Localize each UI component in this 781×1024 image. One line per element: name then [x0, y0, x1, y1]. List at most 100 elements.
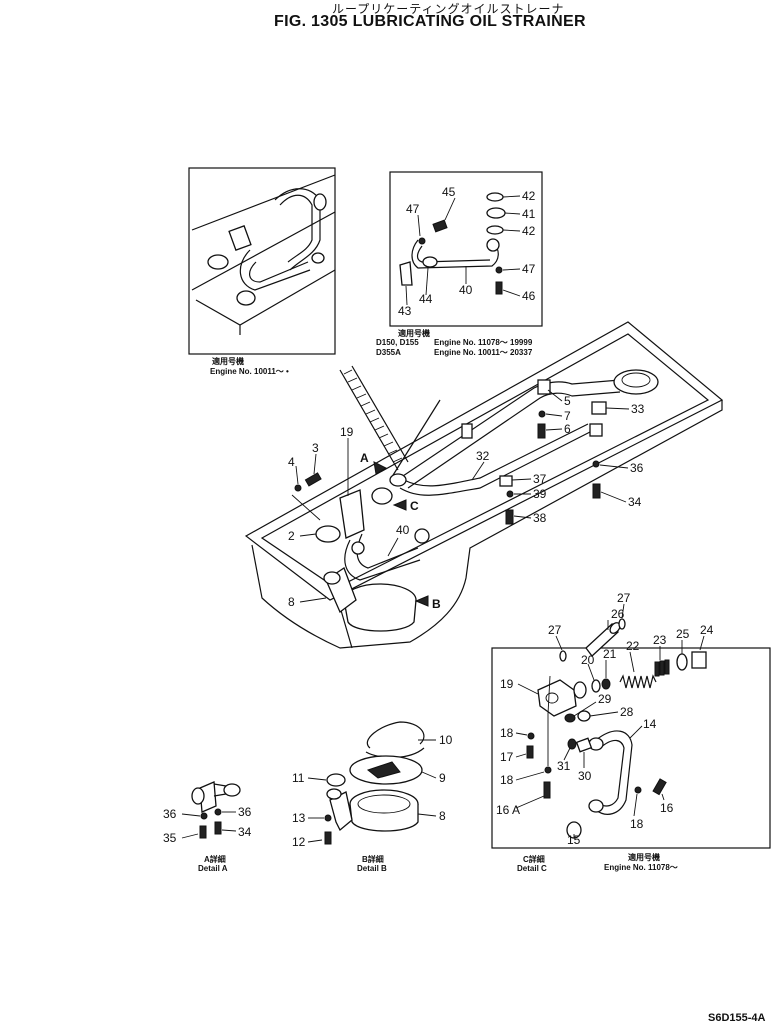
detail-b: 10 11 9 13 8 12 B詳細 Detail B — [292, 721, 453, 873]
o-ring-31 — [567, 738, 577, 750]
gasket-11 — [326, 773, 346, 787]
tee-top-port — [389, 473, 407, 487]
callout-47: 47 — [406, 202, 420, 216]
main-assembly: A C B 5 7 33 6 36 34 — [244, 321, 724, 649]
pipe-40-main-inner — [356, 533, 419, 569]
dipstick-guide — [339, 365, 409, 471]
callout-6: 6 — [564, 422, 571, 436]
clamp-44 — [422, 256, 438, 268]
o-ring-29 — [564, 713, 576, 723]
inset-pipe-lower — [239, 249, 311, 291]
detail-c-callout-24: 24 — [700, 623, 714, 637]
detail-c-tee-19 — [537, 679, 577, 717]
detail-c-frame — [491, 647, 771, 849]
inset-small-pipe-inner — [416, 245, 491, 263]
inset-top-center: 45 47 42 41 42 47 46 40 44 43 適用号機 D150,… — [376, 171, 543, 357]
detail-c-callout-26: 26 — [611, 607, 625, 621]
detail-c-callout-15: 15 — [567, 833, 581, 847]
detail-b-callout-10: 10 — [439, 733, 453, 747]
detail-c-callout-19: 19 — [500, 677, 514, 691]
callout-40-main: 40 — [396, 523, 410, 537]
pipe-40-main — [344, 539, 421, 581]
oil-pan-sump — [251, 400, 723, 649]
detail-a-bolt-34 — [214, 821, 222, 835]
detail-c-callout-20: 20 — [581, 653, 595, 667]
detail-c-callout-16: 16 — [660, 801, 674, 815]
strainer-bowl-body — [343, 599, 417, 632]
detail-a-washer-right — [214, 808, 222, 816]
detail-a-label: Detail A — [198, 864, 228, 873]
callout-5: 5 — [564, 394, 571, 408]
detail-a-tee — [199, 781, 217, 813]
detail-c-callout-17: 17 — [500, 750, 514, 764]
callout-32: 32 — [476, 449, 490, 463]
detail-c-callout-14: 14 — [643, 717, 657, 731]
suction-pipe-upper — [399, 379, 621, 479]
inset-pipe-upper — [274, 188, 321, 271]
detail-c-callout-27-a: 27 — [617, 591, 631, 605]
inset-pipe-upper-inner — [279, 194, 313, 263]
detail-b-label: Detail B — [357, 864, 387, 873]
flange-right — [589, 423, 603, 437]
bolt-12 — [324, 831, 332, 845]
view-arrow-c — [392, 499, 407, 511]
callout-39: 39 — [533, 487, 547, 501]
detail-c-callout-22: 22 — [626, 639, 640, 653]
o-ring-27-b — [559, 650, 567, 662]
washer-18-c — [634, 786, 642, 794]
washer-36 — [592, 460, 600, 468]
detail-c-callout-25: 25 — [676, 627, 690, 641]
bolt-45 — [432, 219, 448, 233]
callout-3: 3 — [312, 441, 319, 455]
callout-42-a: 42 — [522, 189, 536, 203]
part-20 — [591, 679, 601, 693]
detail-b-callout-13: 13 — [292, 811, 306, 825]
detail-c-label-jp: C詳細 — [523, 854, 545, 864]
inset-top-left-serial: Engine No. 10011～ • — [210, 367, 289, 376]
detail-b-callout-11: 11 — [292, 771, 305, 785]
nipple-30 — [575, 737, 593, 753]
gasket-42-b — [486, 225, 504, 235]
detail-a-callout-36-left: 36 — [163, 807, 177, 821]
bolt-16a — [543, 781, 551, 799]
inset-pipe-end — [313, 193, 327, 211]
title-japanese: ループリケーティングオイルストレーナ — [332, 2, 565, 16]
detail-a-callout-36-right: 36 — [238, 805, 252, 819]
models-1: D150, D155 — [376, 338, 419, 347]
detail-c-callout-27-b: 27 — [548, 623, 562, 637]
detail-c-callout-18-b: 18 — [500, 773, 514, 787]
callout-8: 8 — [288, 595, 295, 609]
callout-47-b: 47 — [522, 262, 536, 276]
clamp-5 — [537, 379, 551, 395]
inset-top-left-frame — [188, 167, 336, 355]
drawing-code: S6D155-4A — [708, 1012, 766, 1024]
view-label-b: B — [432, 597, 441, 611]
callout-37: 37 — [533, 472, 547, 486]
callout-4: 4 — [288, 455, 295, 469]
detail-a-label-jp: A詳細 — [204, 854, 226, 864]
shim-23-c — [664, 659, 670, 675]
callout-44: 44 — [419, 292, 433, 306]
detail-c-callout-30: 30 — [578, 769, 592, 783]
bolt-34 — [592, 483, 601, 499]
case-8-bracket — [329, 791, 353, 832]
clamp-37 — [499, 475, 513, 487]
callout-40: 40 — [459, 283, 473, 297]
inset-top-center-serial-jp: 適用号機 — [398, 328, 430, 338]
inset-top-left: 適用号機 Engine No. 10011～ • — [188, 167, 336, 376]
callout-34: 34 — [628, 495, 642, 509]
inset-top-center-frame — [389, 171, 543, 327]
washer-47-left — [418, 237, 426, 245]
detail-c-callout-31: 31 — [557, 759, 571, 773]
suction-pipe-upper-inner — [407, 391, 621, 489]
detail-a: 36 36 35 34 A詳細 Detail A — [163, 781, 252, 873]
detail-a-bolt-35 — [199, 825, 207, 839]
flange-33 — [591, 401, 607, 415]
washer-25 — [676, 653, 688, 671]
callout-42-b: 42 — [522, 224, 536, 238]
o-ring-27-a — [618, 618, 626, 630]
washer-7 — [538, 410, 546, 418]
inset-flange-2 — [236, 290, 256, 306]
